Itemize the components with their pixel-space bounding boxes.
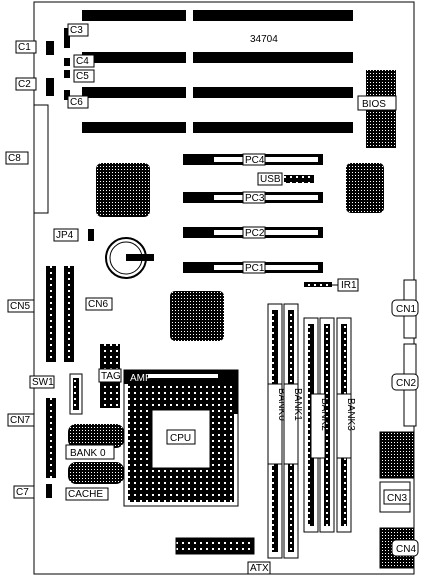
c8-label: C8 [8, 153, 21, 164]
board-id: 34704 [250, 34, 278, 45]
cn6-label: CN6 [88, 299, 108, 310]
cn5-header [46, 266, 56, 362]
bank3-label: BANK3 [345, 398, 356, 431]
jp4-jumper [88, 229, 94, 241]
c3-label: C3 [70, 25, 83, 36]
c4-label: C4 [76, 56, 89, 67]
kb-mouse-connector [379, 431, 415, 479]
c2-label: C2 [18, 79, 31, 90]
cache-chip-top [68, 424, 124, 448]
cn7-label: CN7 [10, 415, 30, 426]
battery [105, 237, 154, 279]
cn6-header [64, 266, 74, 362]
pc2-label: PC2 [245, 228, 265, 239]
bank2-label: BANK2 [319, 398, 330, 431]
isa-slots [82, 10, 353, 133]
pc3-label: PC3 [245, 193, 265, 204]
cn3-label: CN3 [387, 493, 407, 504]
usb-header [284, 175, 314, 183]
pc4-label: PC4 [245, 155, 265, 166]
cn5-label: CN5 [10, 301, 30, 312]
amp-label: AMP [130, 373, 152, 384]
c7-jumper [46, 484, 52, 498]
ir1-label: IR1 [341, 280, 357, 291]
usb-label: USB [260, 174, 281, 185]
c6-label: C6 [70, 97, 83, 108]
cache-chip-bottom [68, 462, 124, 484]
pc1-label: PC1 [245, 263, 265, 274]
tag-chip-bottom [100, 382, 120, 408]
cpu-label: CPU [170, 433, 191, 444]
atx-label: ATX [250, 563, 269, 574]
cache-label: CACHE [68, 489, 103, 500]
bank0-label: BANK0 [276, 388, 287, 421]
cn7-header [46, 398, 56, 478]
atx-connector [175, 537, 255, 555]
chip-left [96, 163, 150, 217]
chip-right [346, 163, 384, 213]
c1-label: C1 [18, 42, 31, 53]
cn4-label: CN4 [396, 544, 416, 555]
bios-chip: BIOS [357, 70, 397, 148]
jp4-label: JP4 [56, 230, 74, 241]
c8-bracket [33, 104, 49, 214]
sw1-label: SW1 [32, 377, 54, 388]
c-jumpers-top [46, 28, 70, 100]
pci-slots [183, 154, 323, 273]
bank1-label: BANK1 [292, 388, 303, 421]
tag-chip-top [100, 344, 120, 372]
cn1-label: CN1 [396, 304, 416, 315]
c7-label: C7 [16, 487, 29, 498]
ir1-header [304, 282, 332, 287]
c5-label: C5 [76, 71, 89, 82]
cn2-label: CN2 [396, 378, 416, 389]
bios-label: BIOS [362, 99, 386, 110]
tag-label: TAG [101, 371, 121, 382]
chip-center [170, 291, 224, 341]
cache-bank0-label: BANK 0 [70, 448, 106, 459]
